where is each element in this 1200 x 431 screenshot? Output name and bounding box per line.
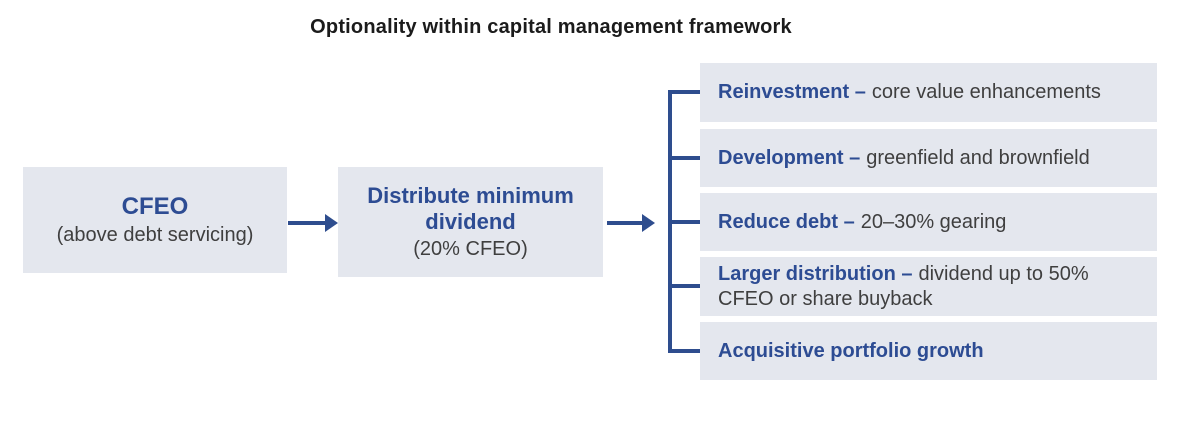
- arrow-line: [288, 221, 326, 225]
- option-box-larger-distribution: Larger distribution –dividend up to 50% …: [700, 257, 1157, 316]
- bracket-connector-reduce-debt: [668, 220, 700, 224]
- option-label: Reinvestment –: [718, 81, 866, 103]
- cfeo-box-title: CFEO: [121, 192, 189, 220]
- flow-arrow-dividend-to-options: [607, 213, 655, 233]
- option-description: 20–30% gearing: [860, 210, 1007, 233]
- arrow-head-icon: [642, 214, 655, 232]
- dividend-box: Distribute minimum dividend (20% CFEO): [338, 167, 603, 277]
- option-text: Development –greenfield and brownfield: [700, 146, 1104, 171]
- option-label: Acquisitive portfolio growth: [718, 339, 984, 362]
- option-box-reduce-debt: Reduce debt –20–30% gearing: [700, 193, 1157, 251]
- dividend-box-title: Distribute minimum dividend: [367, 183, 574, 234]
- option-description: dividend up to 50% CFEO or share buyback: [718, 262, 1089, 310]
- cfeo-box: CFEO (above debt servicing): [23, 167, 287, 273]
- option-text: Reinvestment –core value enhancements: [700, 80, 1115, 105]
- flow-arrow-cfeo-to-dividend: [288, 213, 338, 233]
- dividend-box-subtitle: (20% CFEO): [413, 237, 528, 260]
- option-description: greenfield and brownfield: [866, 146, 1090, 169]
- bracket-connector-acquisitive-growth: [668, 349, 700, 353]
- bracket-connector-development: [668, 156, 700, 160]
- option-label: Development –: [718, 146, 861, 169]
- arrow-line: [607, 221, 643, 225]
- bracket-connector-reinvestment: [668, 90, 700, 94]
- bracket-connector-larger-distribution: [668, 284, 700, 288]
- option-description: core value enhancements: [871, 81, 1101, 103]
- option-text: Acquisitive portfolio growth: [700, 339, 1004, 364]
- option-text: Larger distribution –dividend up to 50% …: [700, 262, 1157, 312]
- diagram-title: Optionality within capital management fr…: [310, 16, 792, 38]
- option-label: Larger distribution –: [718, 262, 913, 285]
- option-label: Reduce debt –: [718, 210, 855, 233]
- option-box-reinvestment: Reinvestment –core value enhancements: [700, 63, 1157, 122]
- option-box-acquisitive-growth: Acquisitive portfolio growth: [700, 322, 1157, 380]
- option-text: Reduce debt –20–30% gearing: [700, 210, 1020, 235]
- option-box-development: Development –greenfield and brownfield: [700, 129, 1157, 187]
- cfeo-box-subtitle: (above debt servicing): [56, 224, 254, 247]
- arrow-head-icon: [325, 214, 338, 232]
